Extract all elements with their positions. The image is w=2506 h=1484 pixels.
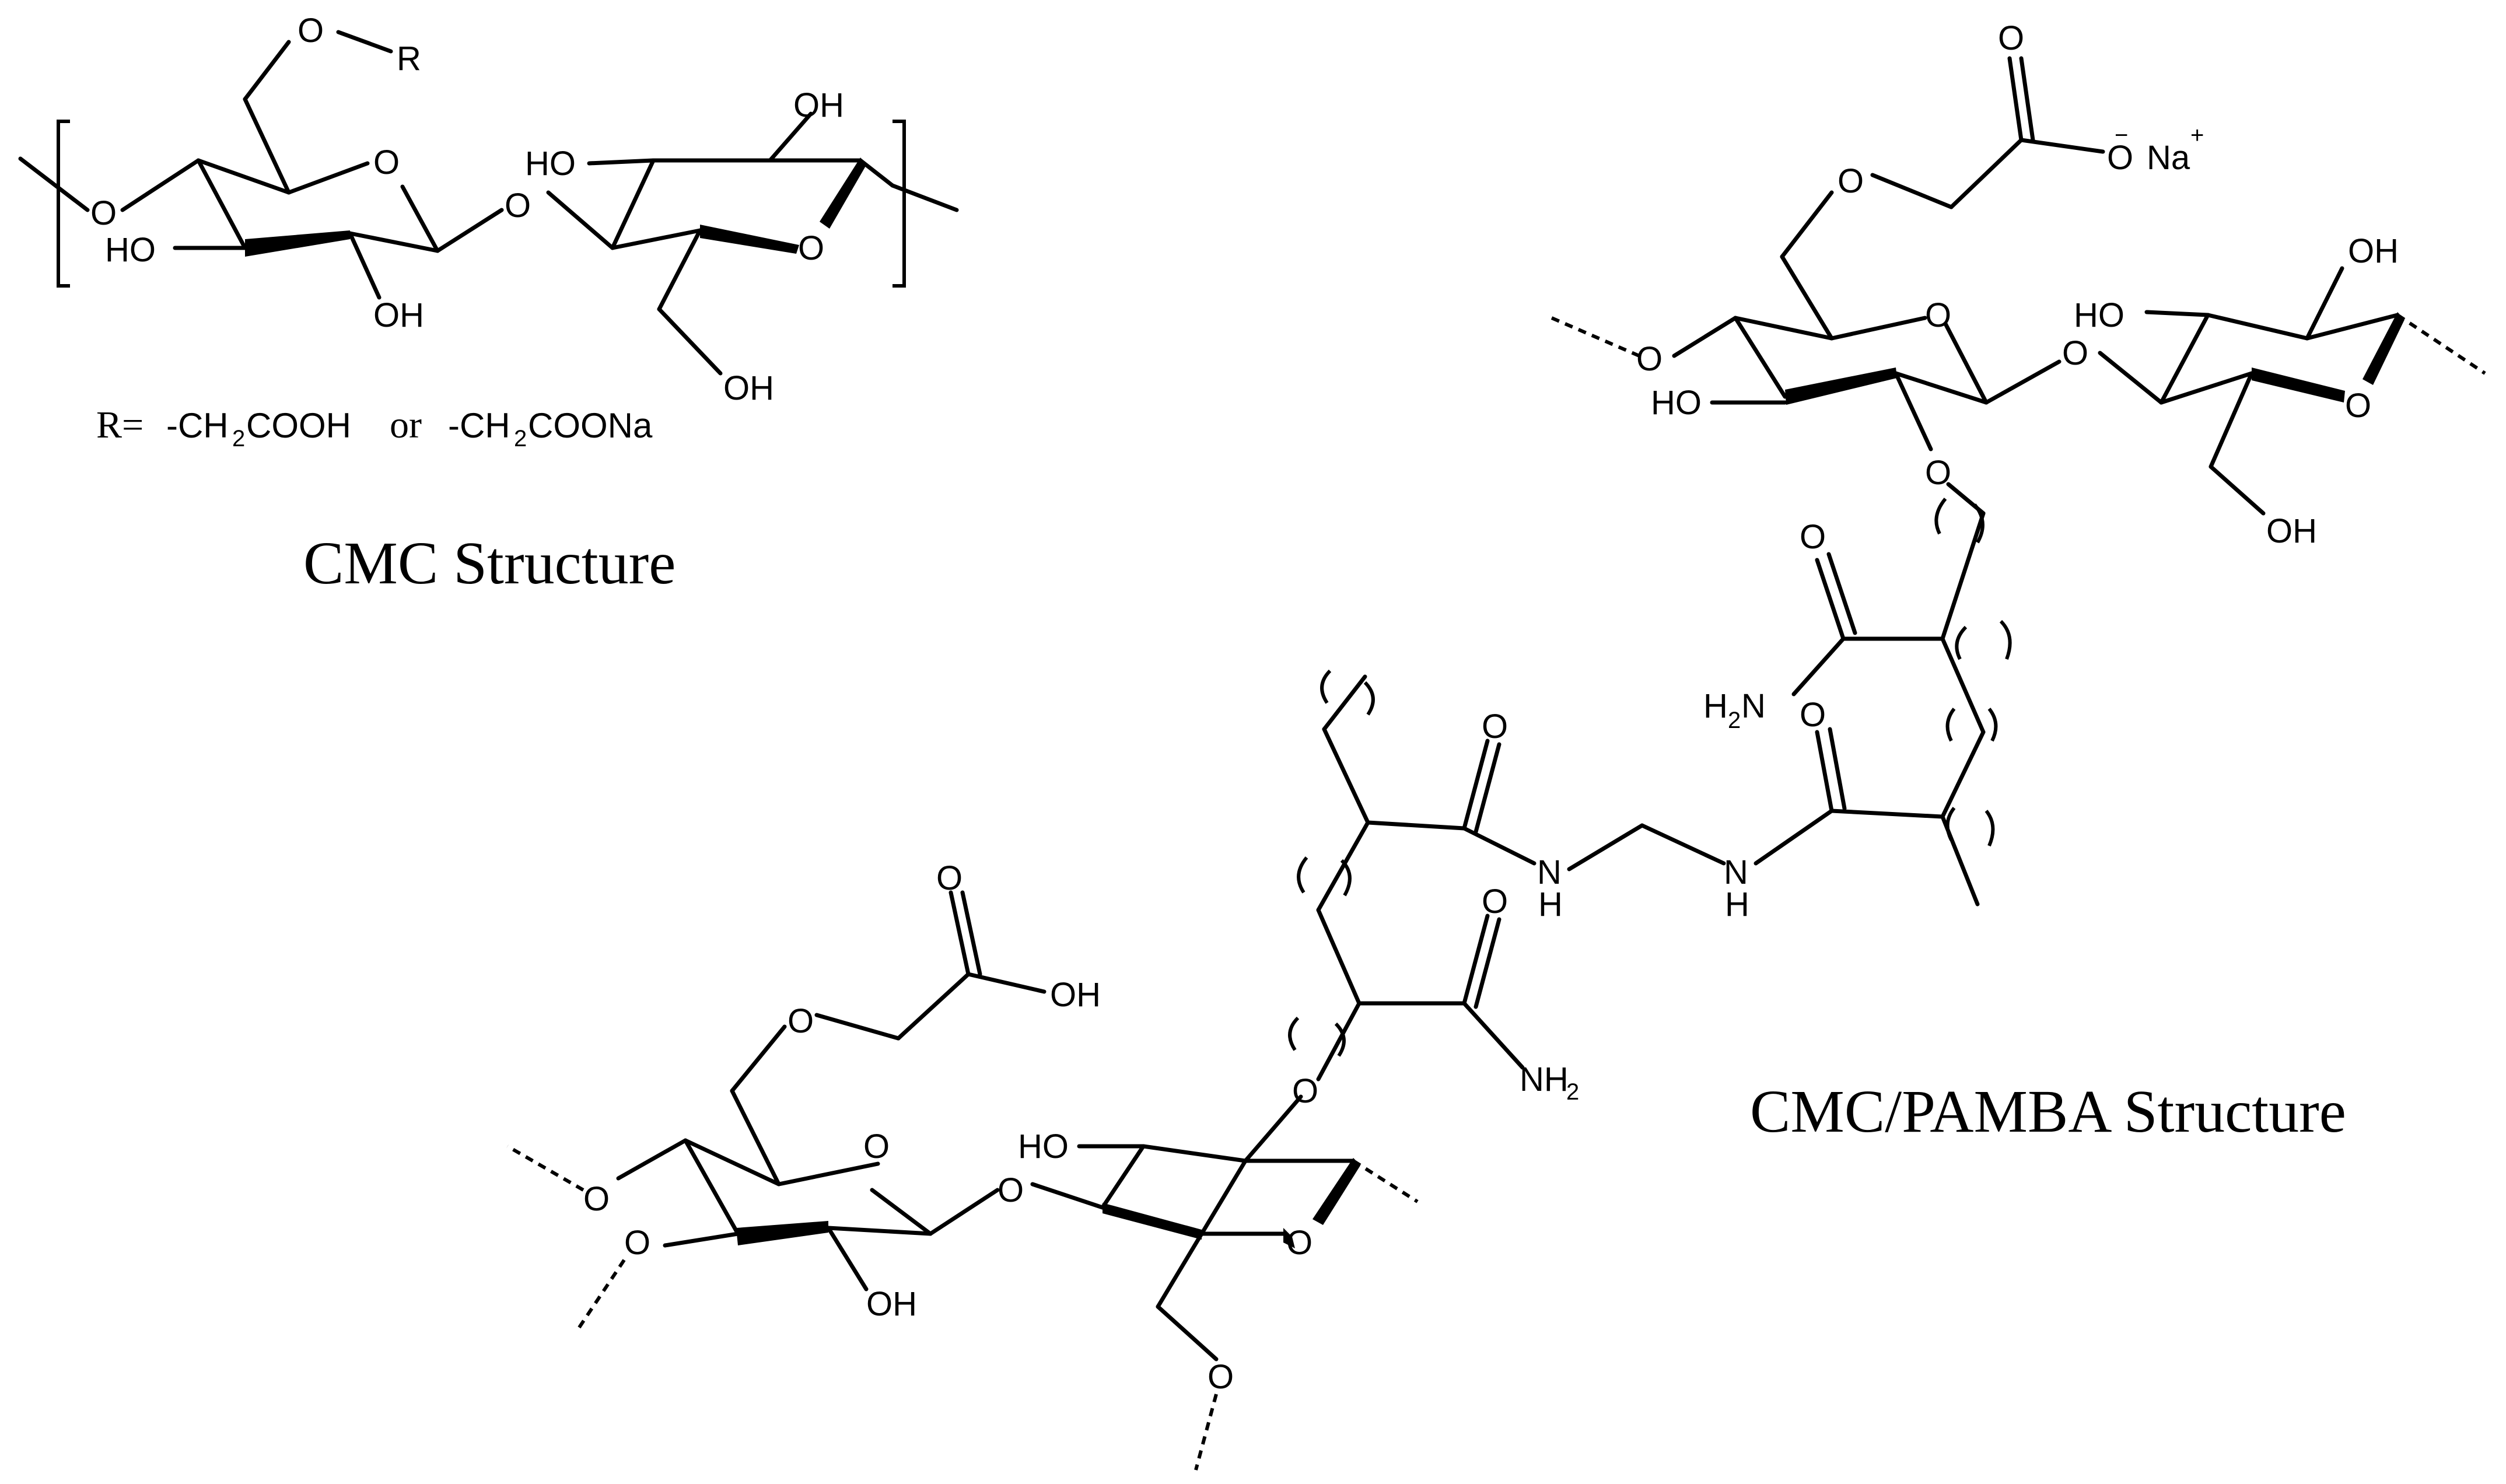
pamba-nh-left-h: H <box>1538 886 1563 923</box>
pamba-oh-c2-bottom: OH <box>866 1285 917 1323</box>
pamba-nh-right-n: N <box>1724 853 1748 891</box>
pamba-plus-sign: + <box>2190 123 2204 148</box>
pamba-nh-left-n: N <box>1537 853 1562 891</box>
pamba-nh2-sub: 2 <box>1566 1079 1579 1105</box>
right-bracket <box>892 120 906 288</box>
r-def-prefix: R= <box>96 404 144 446</box>
pamba-ether-o-bottom: O <box>788 1002 814 1040</box>
pamba-amide-o-4: O <box>1482 883 1508 921</box>
cmc-pamba-structure <box>506 56 2486 1471</box>
pamba-h2n-h: H <box>1703 687 1728 725</box>
r-def-option2-sub: 2 <box>514 426 527 452</box>
left-bracket <box>57 120 70 288</box>
pamba-ether-o-top: O <box>1838 162 1864 200</box>
cmc-ring1-o4-label: O <box>90 194 117 232</box>
pamba-ch2-o-bottom: O <box>1208 1358 1234 1396</box>
r-def-option2-pre: -CH <box>448 406 510 445</box>
pamba-ho-ring2-top: HO <box>2074 296 2124 334</box>
cmc-oh-c2-label: OH <box>373 296 424 334</box>
r-def-or: or <box>390 404 422 446</box>
pamba-carbonyl-o-top: O <box>1998 19 2024 57</box>
cmc-structure <box>18 30 959 376</box>
pamba-o4-top: O <box>1636 340 1662 378</box>
pamba-o-minus: O <box>2107 139 2133 177</box>
cmc-ho-ring2-label: HO <box>525 145 576 183</box>
cmc-oh-ring2-label: OH <box>793 86 844 124</box>
pamba-oh-acid: OH <box>1050 976 1101 1014</box>
r-def-option1-pre: -CH <box>166 406 229 445</box>
cmc-glycosidic-o-label: O <box>505 187 531 225</box>
pamba-oh-ring2-top: OH <box>2348 232 2399 270</box>
pamba-c2-o-top: O <box>1925 454 1951 492</box>
pamba-o4-bottom: O <box>583 1180 610 1218</box>
r-definition: R= -CH 2 COOH or -CH 2 COONa <box>96 404 653 452</box>
pamba-ring2-o-top: O <box>2345 387 2371 425</box>
pamba-amide-o-3: O <box>1482 708 1508 746</box>
r-def-option1-sub: 2 <box>232 426 245 452</box>
pamba-minus-sign: − <box>2115 123 2128 148</box>
cmc-ring2-o-label: O <box>798 229 824 267</box>
pamba-h2n-sub: 2 <box>1728 708 1741 733</box>
pamba-glyco-o-top: O <box>2062 334 2088 372</box>
cmc-r-label: R <box>397 40 421 78</box>
pamba-na-label: Na <box>2147 139 2190 177</box>
cmc-oh-ch2-label: OH <box>723 369 774 407</box>
pamba-o3-bottom: O <box>624 1224 650 1262</box>
repeat-paren-top-1 <box>1934 498 1947 535</box>
caption-cmc-pamba-structure: CMC/PAMBA Structure <box>1750 1078 2346 1145</box>
pamba-glyco-o-bottom: O <box>998 1171 1024 1209</box>
pamba-h2n-n: N <box>1741 687 1766 725</box>
pamba-c2-o-bottom: O <box>1292 1072 1318 1110</box>
pamba-ring-o-bottom: O <box>863 1128 890 1166</box>
cmc-ho-label: HO <box>105 231 156 269</box>
cmc-o-chain-label: O <box>298 12 324 50</box>
pamba-nh-right-h: H <box>1725 886 1749 923</box>
pamba-ho-ring2-bottom: HO <box>1018 1128 1069 1166</box>
pamba-oh-ch2-top: OH <box>2266 512 2317 550</box>
caption-cmc-structure: CMC Structure <box>303 530 676 597</box>
r-def-option1-post: COOH <box>246 406 351 445</box>
pamba-ring-o-top: O <box>1925 296 1951 334</box>
pamba-amide-o-1: O <box>1800 518 1826 556</box>
pamba-ring2-o-bottom: O <box>1286 1224 1312 1262</box>
pamba-amide-o-2: O <box>1800 696 1826 734</box>
pamba-carbonyl-o-bottom: O <box>936 859 963 897</box>
cmc-ring1-o5-label: O <box>373 144 400 181</box>
pamba-ho-top: HO <box>1651 384 1702 422</box>
r-def-option2-post: COONa <box>528 406 653 445</box>
pamba-nh2-base: NH <box>1520 1060 1569 1098</box>
